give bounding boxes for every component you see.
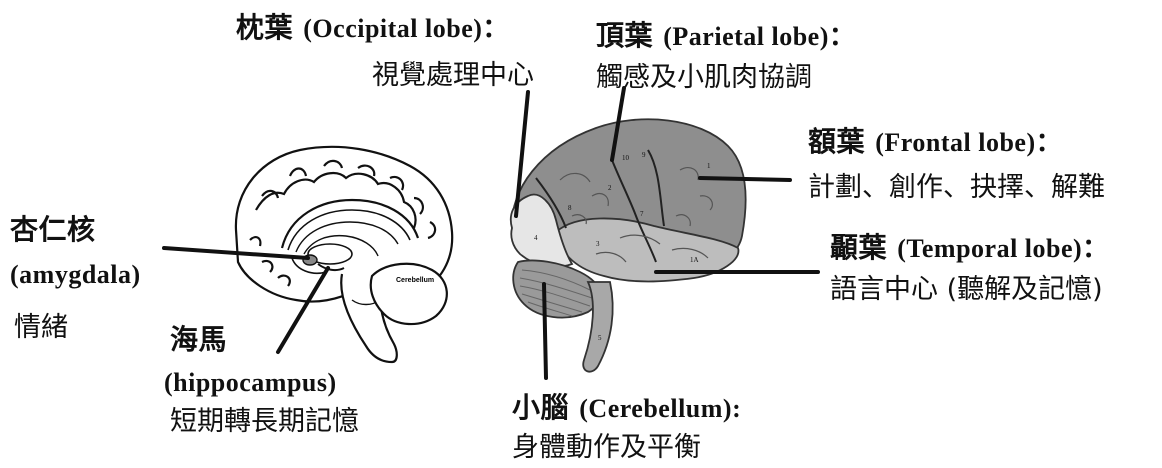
- cerebellum-title-zh: 小腦: [512, 391, 570, 424]
- frontal-lobe-desc: 計劃、創作、抉擇、解難: [808, 172, 1105, 203]
- parietal-leader-line: [610, 86, 626, 162]
- amygdala-title-en: (amygdala): [10, 258, 141, 290]
- hippocampus-en: (hippocampus): [164, 368, 337, 397]
- hippocampus-zh: 海馬: [170, 323, 228, 356]
- amygdala-en: (amygdala): [10, 260, 141, 289]
- lateral-brain-illustration: [509, 118, 747, 373]
- occipital-lobe: [509, 193, 574, 268]
- sagittal-cerebellum: [369, 262, 448, 326]
- region-number: 8: [568, 204, 572, 212]
- occipital-lobe-desc: 視覺處理中心: [372, 60, 534, 91]
- amygdala-leader-line: [162, 246, 310, 260]
- cerebellum-leader-line: [542, 282, 548, 380]
- hippocampus-title-zh: 海馬: [170, 323, 228, 356]
- region-number: 2: [608, 184, 612, 192]
- amygdala-title-zh: 杏仁核: [10, 213, 96, 246]
- cerebellum-title-en: (Cerebellum):: [579, 394, 742, 423]
- sagittal-cerebellum-text: Cerebellum: [396, 277, 434, 284]
- parietal-title-en: (Parietal lobe)：: [663, 22, 856, 51]
- parietal-lobe-title: 頂葉 (Parietal lobe)：: [596, 19, 856, 52]
- frontal-lobe-title: 額葉 (Frontal lobe)：: [808, 125, 1063, 158]
- amygdala-desc: 情緒: [14, 312, 68, 343]
- temporal-title-zh: 顳葉: [830, 231, 888, 264]
- amygdala-zh: 杏仁核: [10, 213, 96, 246]
- frontal-leader-line: [698, 176, 792, 182]
- occipital-title-en: (Occipital lobe)：: [303, 14, 509, 43]
- leader-lines: [162, 86, 820, 380]
- region-number: 4: [534, 234, 538, 242]
- region-number: 1: [707, 162, 711, 170]
- occipital-lobe-title: 枕葉 (Occipital lobe)：: [236, 11, 509, 44]
- region-number: 9: [642, 151, 646, 159]
- region-number: 7: [640, 210, 644, 218]
- cerebellum-lateral: [512, 259, 601, 319]
- occipital-title-zh: 枕葉: [236, 11, 294, 44]
- parietal-lobe-desc: 觸感及小肌肉協調: [596, 62, 812, 93]
- occipital-leader-line: [514, 90, 530, 218]
- hippocampus-desc: 短期轉長期記憶: [170, 406, 359, 437]
- temporal-lobe-desc: 語言中心 (聽解及記憶): [830, 274, 1103, 305]
- sagittal-brain-illustration: [234, 145, 454, 364]
- temporal-lobe-title: 顳葉 (Temporal lobe)：: [830, 231, 1109, 264]
- hippocampus-title-en: (hippocampus): [164, 366, 337, 398]
- parietal-title-zh: 頂葉: [596, 19, 654, 52]
- hippocampus-leader-line: [276, 266, 330, 354]
- cerebellum-desc: 身體動作及平衡: [512, 432, 701, 463]
- cerebellum-title: 小腦 (Cerebellum):: [512, 391, 742, 424]
- frontal-title-zh: 額葉: [808, 125, 866, 158]
- temporal-lobe: [555, 217, 740, 283]
- region-number: 5: [598, 334, 602, 342]
- temporal-title-en: (Temporal lobe)：: [897, 234, 1109, 263]
- region-number: 3: [596, 240, 600, 248]
- region-number: 1A: [690, 256, 699, 264]
- brainstem-lateral: [582, 281, 614, 373]
- region-number: 10: [622, 154, 630, 162]
- frontal-title-en: (Frontal lobe)：: [875, 128, 1063, 157]
